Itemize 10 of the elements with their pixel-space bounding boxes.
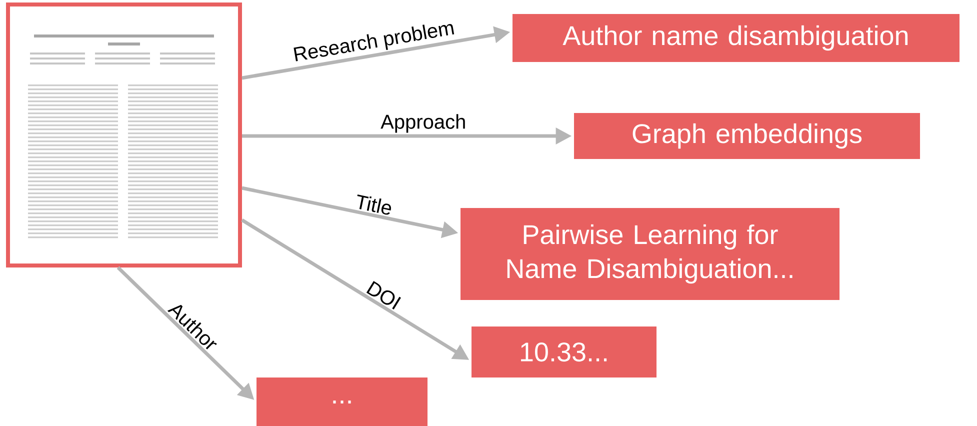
edge-label: Approach	[380, 114, 465, 133]
value-box: Author name disambiguation	[512, 14, 960, 62]
value-box: Graph embeddings	[574, 113, 920, 159]
edge-label: DOI	[366, 280, 401, 310]
value-box: ...	[256, 378, 428, 426]
paper-drawing	[6, 2, 242, 268]
edge-label: Title	[357, 194, 391, 215]
edge-label: Research problem	[294, 24, 454, 62]
value-box: 10.33...	[472, 326, 656, 378]
value-box: Pairwise Learning for Name Disambiguation...	[460, 208, 840, 300]
